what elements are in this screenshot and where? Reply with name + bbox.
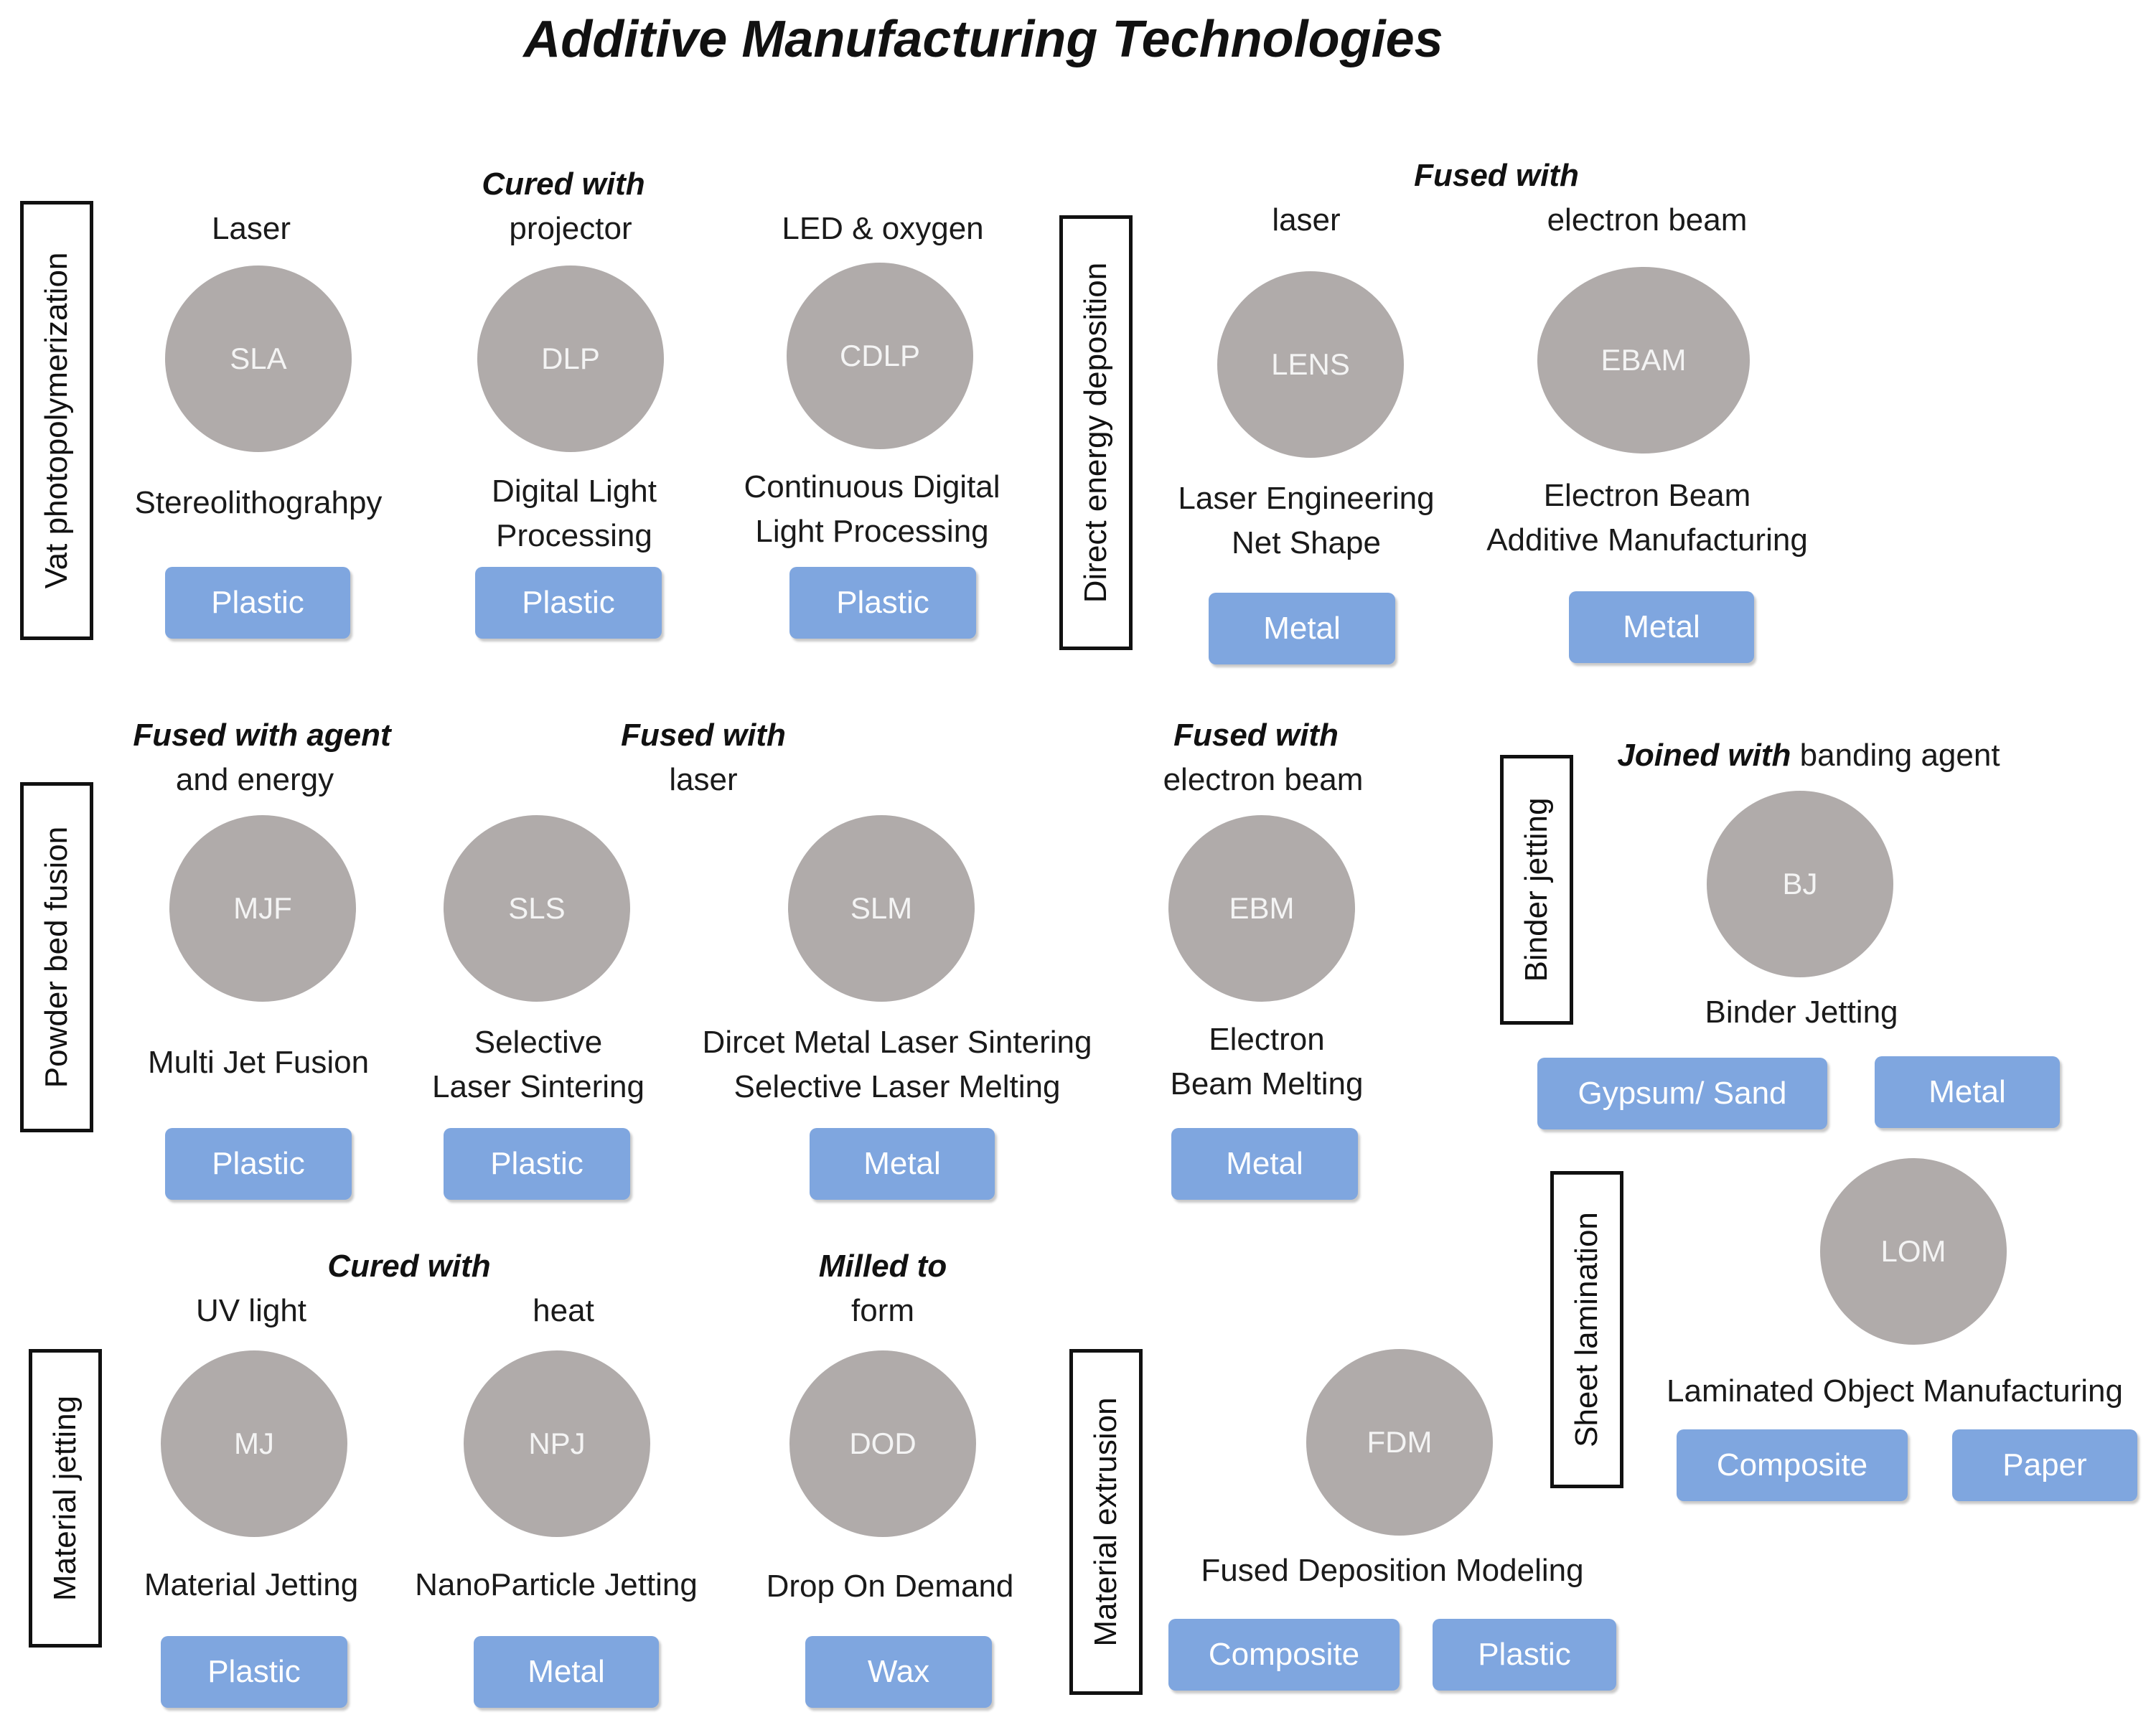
ebam-circle: EBAM (1537, 267, 1750, 454)
sla-circle: SLA (165, 265, 352, 452)
heading-cured-with-jetting: Cured with (327, 1249, 491, 1284)
lom-material-badge-1: Composite (1677, 1429, 1908, 1501)
ebm-process-label: electron beam (1163, 762, 1364, 797)
dod-material-badge: Wax (805, 1636, 992, 1708)
sla-material-badge: Plastic (165, 567, 350, 639)
heading-fused-with-electron-beam: Fused with (1173, 718, 1339, 753)
npj-circle: NPJ (464, 1350, 650, 1537)
category-sheet-lamination: Sheet lamination (1550, 1171, 1623, 1488)
dod-process-label: form (851, 1293, 914, 1328)
cdlp-material-badge: Plastic (789, 567, 976, 639)
fdm-name: Fused Deposition Modeling (1201, 1553, 1584, 1588)
category-label: Vat photopolymerization (39, 252, 74, 589)
npj-process-label: heat (533, 1293, 594, 1328)
mj-process-label: UV light (195, 1293, 307, 1328)
cdlp-process-label: LED & oxygen (782, 211, 984, 246)
category-material-extrusion: Material extrusion (1069, 1349, 1143, 1695)
category-label: Powder bed fusion (39, 826, 74, 1089)
sls-material-badge: Plastic (444, 1128, 630, 1200)
lom-name: Laminated Object Manufacturing (1667, 1373, 2123, 1409)
heading-fused-with-laser: Fused with (621, 718, 786, 753)
mjf-circle: MJF (169, 815, 356, 1002)
cdlp-name-line1: Continuous Digital (744, 469, 1000, 504)
category-binder-jetting: Binder jetting (1500, 755, 1573, 1025)
slm-name: Dircet Metal Laser Sintering Selective L… (675, 1020, 1120, 1109)
dod-circle: DOD (789, 1350, 976, 1537)
slm-circle: SLM (788, 815, 975, 1002)
lens-circle: LENS (1217, 271, 1404, 458)
ebam-process-label: electron beam (1547, 202, 1748, 238)
slm-material-badge: Metal (810, 1128, 995, 1200)
lom-circle: LOM (1820, 1158, 2007, 1345)
ebm-circle: EBM (1168, 815, 1355, 1002)
lens-process-label: laser (1272, 202, 1341, 238)
bj-name: Binder Jetting (1705, 995, 1898, 1030)
page-title: Additive Manufacturing Technologies (523, 11, 1443, 68)
sls-slm-process-label: laser (669, 762, 738, 797)
dlp-process-label: projector (509, 211, 632, 246)
category-direct-energy-deposition: Direct energy deposition (1059, 215, 1133, 650)
category-powder-bed-fusion: Powder bed fusion (20, 782, 93, 1132)
sls-name-line1: Selective (474, 1025, 603, 1060)
mjf-name: Multi Jet Fusion (147, 1045, 370, 1080)
heading-milled-to: Milled to (818, 1249, 947, 1284)
sls-name-line2: Laser Sintering (432, 1069, 645, 1104)
bj-circle: BJ (1707, 791, 1893, 977)
ebm-name: Electron Beam Melting (1134, 1018, 1400, 1106)
dlp-name-line2: Processing (496, 518, 652, 553)
category-vat-photopolymerization: Vat photopolymerization (20, 201, 93, 640)
lom-material-badge-2: Paper (1952, 1429, 2137, 1501)
slm-name-line1: Dircet Metal Laser Sintering (702, 1025, 1092, 1060)
bj-material-badge-1: Gypsum/ Sand (1537, 1058, 1827, 1129)
lens-name: Laser Engineering Net Shape (1148, 476, 1464, 565)
dlp-circle: DLP (477, 265, 664, 452)
fdm-material-badge-1: Composite (1168, 1619, 1400, 1691)
sla-name: Stereolithograhpy (134, 485, 383, 520)
sls-circle: SLS (444, 815, 630, 1002)
lens-name-line2: Net Shape (1232, 525, 1381, 560)
bj-material-badge-2: Metal (1875, 1056, 2060, 1128)
ebam-material-badge: Metal (1569, 591, 1754, 663)
mj-name: Material Jetting (144, 1567, 359, 1602)
slm-name-line2: Selective Laser Melting (733, 1069, 1061, 1104)
sls-name: Selective Laser Sintering (402, 1020, 675, 1109)
bj-process-label: banding agent (1799, 738, 2000, 773)
npj-name: NanoParticle Jetting (415, 1567, 698, 1602)
ebm-material-badge: Metal (1171, 1128, 1358, 1200)
dlp-name-line1: Digital Light (492, 474, 657, 509)
dlp-name: Digital Light Processing (416, 469, 732, 558)
category-material-jetting: Material jetting (29, 1349, 102, 1648)
category-label: Material extrusion (1088, 1397, 1123, 1647)
ebam-name-line1: Electron Beam (1543, 478, 1751, 513)
cdlp-name: Continuous Digital Light Processing (711, 465, 1034, 554)
fdm-material-badge-2: Plastic (1433, 1619, 1616, 1691)
category-label: Material jetting (47, 1395, 83, 1602)
heading-fused-with: Fused with (1414, 158, 1579, 193)
fdm-circle: FDM (1306, 1349, 1493, 1536)
heading-cured-with: Cured with (482, 166, 645, 202)
mj-material-badge: Plastic (161, 1636, 347, 1708)
heading-joined-with: Joined with (1617, 738, 1791, 773)
bj-heading: Joined with banding agent (1593, 738, 2024, 774)
lens-material-badge: Metal (1209, 593, 1395, 664)
cdlp-circle: CDLP (787, 263, 973, 449)
ebm-name-line2: Beam Melting (1170, 1066, 1364, 1101)
category-label: Direct energy deposition (1078, 262, 1113, 603)
category-label: Binder jetting (1519, 797, 1554, 982)
dod-name: Drop On Demand (766, 1569, 1014, 1604)
mj-circle: MJ (161, 1350, 347, 1537)
lens-name-line1: Laser Engineering (1178, 481, 1435, 516)
ebam-name-line2: Additive Manufacturing (1486, 522, 1808, 558)
category-label: Sheet lamination (1569, 1212, 1604, 1447)
mjf-material-badge: Plastic (165, 1128, 352, 1200)
sla-process-label: Laser (211, 211, 291, 246)
mjf-process-label: and energy (175, 762, 334, 797)
ebm-name-line1: Electron (1209, 1022, 1325, 1057)
cdlp-name-line2: Light Processing (755, 514, 989, 549)
heading-fused-with-agent: Fused with agent (133, 718, 391, 753)
ebam-name: Electron Beam Additive Manufacturing (1457, 474, 1837, 563)
dlp-material-badge: Plastic (475, 567, 662, 639)
npj-material-badge: Metal (474, 1636, 659, 1708)
